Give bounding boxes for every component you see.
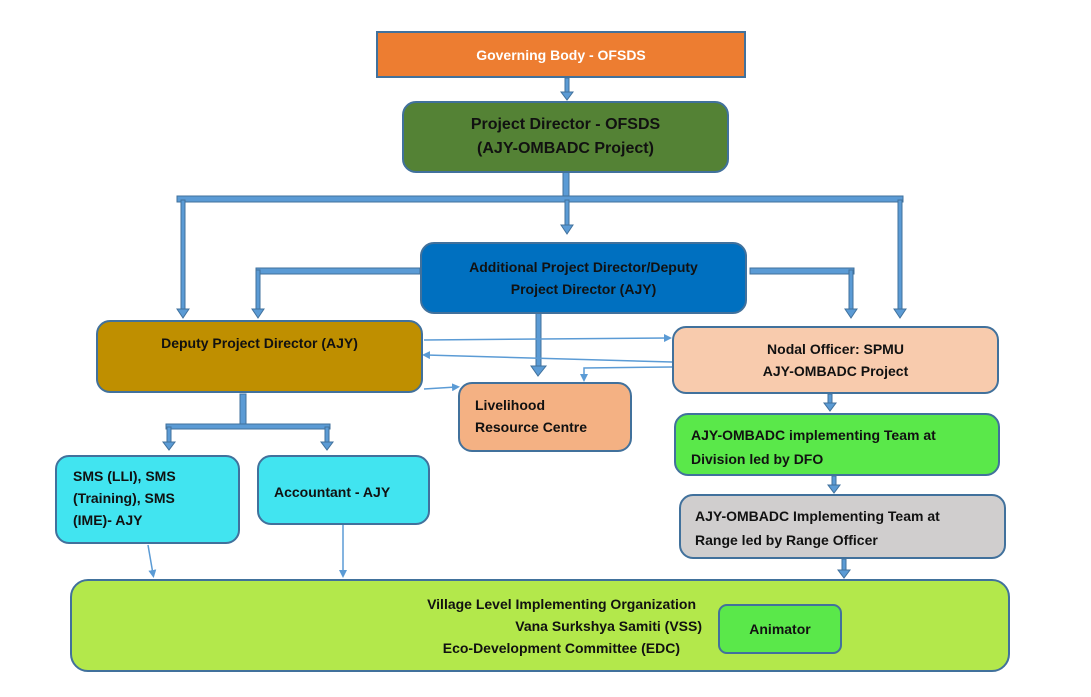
project-director-node[interactable]: Project Director - OFSDS (AJY-OMBADC Pro… bbox=[402, 101, 729, 173]
nodal-officer-node[interactable]: Nodal Officer: SPMU AJY-OMBADC Project bbox=[672, 326, 999, 394]
range-team-line-1: AJY-OMBADC Implementing Team at bbox=[695, 508, 940, 524]
connector-nodal-to-deputy bbox=[422, 351, 673, 363]
connector-deputy-bus bbox=[165, 423, 331, 430]
connector-deputy-to-lrc bbox=[423, 383, 460, 392]
connector-apd-nodal-h bbox=[749, 267, 855, 275]
project-director-line-1: Project Director - OFSDS bbox=[470, 116, 661, 133]
sms-line-3: (IME)- AJY bbox=[73, 512, 143, 528]
animator-label: Animator bbox=[749, 621, 811, 637]
connector-deputy-accountant bbox=[324, 426, 330, 444]
arrowhead-apd-deputy bbox=[251, 308, 265, 319]
connector-range-village bbox=[841, 558, 847, 572]
village-line-3: Eco-Development Committee (EDC) bbox=[442, 640, 680, 656]
connector-apd-deputy-h bbox=[255, 267, 421, 275]
accountant-node[interactable]: Accountant - AJY bbox=[257, 455, 430, 525]
connector-sms-to-village bbox=[147, 544, 157, 578]
connector-pd-deputy bbox=[180, 199, 186, 311]
governing-body-node[interactable]: Governing Body - OFSDS bbox=[376, 31, 746, 78]
apd-node[interactable]: Additional Project Director/Deputy Proje… bbox=[420, 242, 747, 314]
sms-node[interactable]: SMS (LLI), SMS (Training), SMS (IME)- AJ… bbox=[55, 455, 240, 544]
deputy-pd-node[interactable]: Deputy Project Director (AJY) bbox=[96, 320, 423, 393]
village-line-1: Village Level Implementing Organization bbox=[427, 596, 696, 612]
nodal-officer-line-1: Nodal Officer: SPMU bbox=[767, 341, 904, 357]
arrowhead-range-village bbox=[837, 569, 851, 579]
lrc-line-1: Livelihood bbox=[475, 397, 545, 413]
connector-apd-deputy-v bbox=[255, 269, 261, 311]
division-team-line-2: Division led by DFO bbox=[691, 451, 824, 467]
range-team-node[interactable]: AJY-OMBADC Implementing Team at Range le… bbox=[679, 494, 1006, 559]
sms-line-1: SMS (LLI), SMS bbox=[73, 468, 176, 484]
arrowhead-pd-deputy bbox=[176, 308, 190, 319]
arrowhead-deputy-accountant bbox=[320, 441, 334, 451]
connector-pd-bus bbox=[176, 195, 904, 203]
accountant-label: Accountant - AJY bbox=[274, 484, 391, 500]
connector-apd-nodal-v bbox=[848, 269, 854, 311]
project-director-line-2: (AJY-OMBADC Project) bbox=[477, 140, 654, 157]
division-team-node[interactable]: AJY-OMBADC implementing Team at Division… bbox=[674, 413, 1000, 476]
lrc-node[interactable]: Livelihood Resource Centre bbox=[458, 382, 632, 452]
connector-gb-pd bbox=[564, 77, 570, 94]
village-node[interactable]: Village Level Implementing Organization … bbox=[70, 579, 1010, 672]
arrowhead-nodal-division bbox=[823, 402, 837, 412]
apd-line-2: Project Director (AJY) bbox=[510, 281, 657, 297]
arrowhead-deputy-sms bbox=[162, 441, 176, 451]
division-team-line-1: AJY-OMBADC implementing Team at bbox=[691, 427, 936, 443]
governing-body-label: Governing Body - OFSDS bbox=[476, 46, 646, 63]
connector-deputy-to-nodal bbox=[423, 334, 672, 343]
arrowhead-division-range bbox=[827, 484, 841, 494]
village-line-2: Vana Surkshya Samiti (VSS) bbox=[515, 618, 702, 634]
sms-line-2: (Training), SMS bbox=[73, 490, 175, 506]
connector-nodal-to-lrc bbox=[580, 366, 673, 382]
deputy-pd-label: Deputy Project Director (AJY) bbox=[161, 335, 358, 351]
arrowhead-apd-nodal bbox=[844, 308, 858, 319]
arrowhead-pd-nodal bbox=[893, 308, 907, 319]
connector-pd-apd bbox=[564, 199, 570, 227]
connector-deputy-split bbox=[239, 393, 247, 429]
connector-pd-nodal bbox=[897, 199, 903, 311]
nodal-officer-line-2: AJY-OMBADC Project bbox=[762, 363, 909, 379]
arrowhead-gb-pd bbox=[560, 91, 574, 101]
connector-deputy-sms bbox=[166, 426, 172, 444]
arrowhead-apd-lrc bbox=[530, 365, 548, 377]
apd-line-1: Additional Project Director/Deputy bbox=[469, 259, 698, 275]
animator-node[interactable]: Animator bbox=[718, 604, 842, 654]
range-team-line-2: Range led by Range Officer bbox=[695, 532, 878, 548]
lrc-line-2: Resource Centre bbox=[475, 419, 588, 435]
arrowhead-pd-apd bbox=[560, 224, 574, 235]
